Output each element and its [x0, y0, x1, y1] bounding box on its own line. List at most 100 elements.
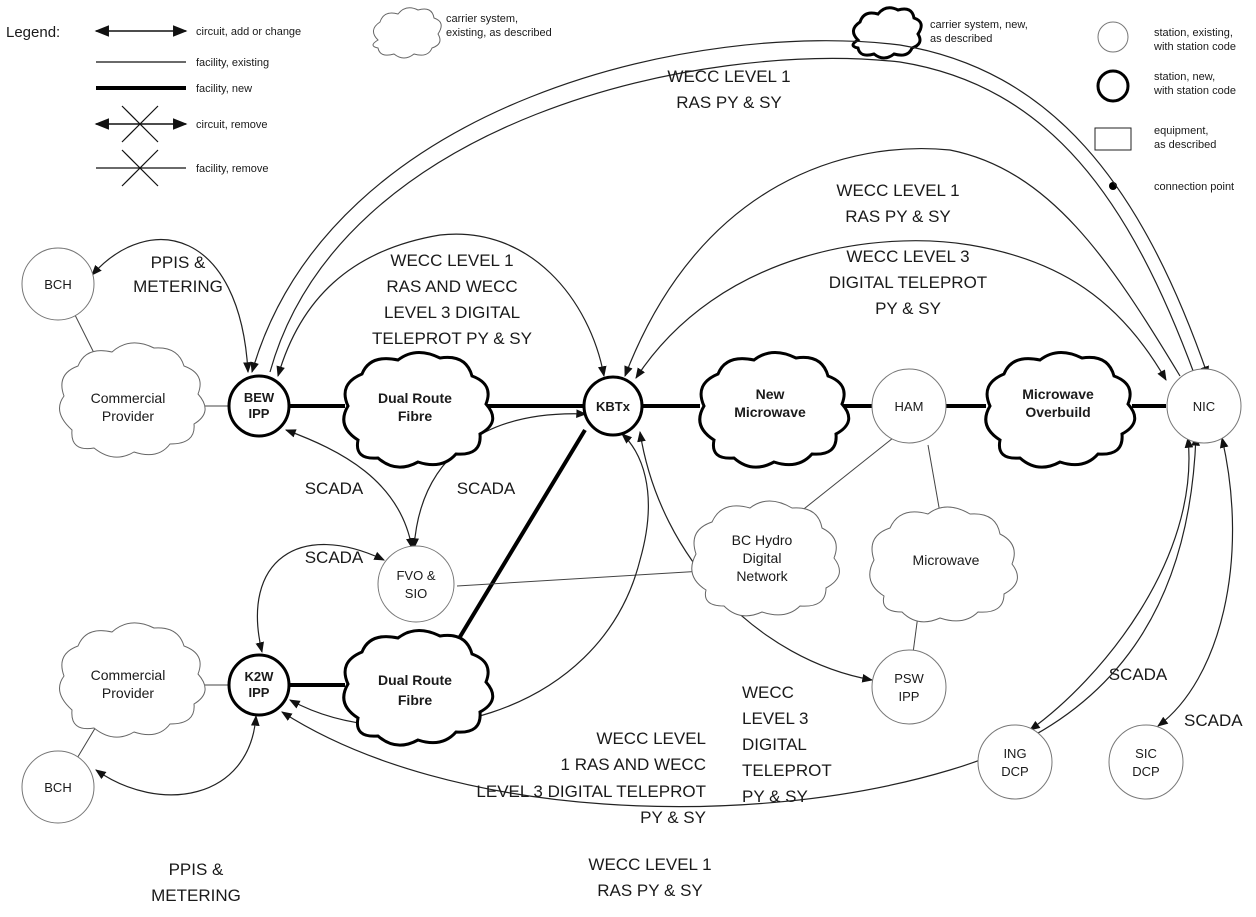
- station-label: K2W: [245, 669, 275, 684]
- cloud-label: Provider: [102, 408, 154, 424]
- legend-label-carrier-new-2: as described: [930, 33, 992, 45]
- cloud-commercial-provider-bottom: Commercial Provider: [59, 622, 206, 738]
- cloud-label: Microwave: [913, 552, 980, 568]
- legend-label-station-existing-1: station, existing,: [1154, 27, 1233, 39]
- label-line: METERING: [151, 886, 241, 905]
- station-label: SIC: [1135, 746, 1157, 761]
- clouds: Commercial Provider Dual Route Fibre New…: [59, 342, 1137, 747]
- station-ham: HAM: [871, 368, 947, 444]
- cloud-label: Microwave: [734, 404, 806, 420]
- circuit-k2w-bch: [95, 714, 260, 796]
- cloud-commercial-provider-top: Commercial Provider: [59, 342, 206, 458]
- label-scada-kbtx-fvo: SCADA: [457, 479, 516, 498]
- cloud-label: Commercial: [91, 390, 166, 406]
- legend-facility-remove: facility, remove: [96, 149, 269, 187]
- label-line: WECC LEVEL 1: [667, 67, 790, 86]
- label-line: RAS PY & SY: [845, 207, 951, 226]
- legend-label-facility-existing: facility, existing: [196, 57, 269, 69]
- station-label: IPP: [249, 406, 270, 421]
- station-label: PSW: [894, 671, 924, 686]
- circuit-nic-sic: [1157, 436, 1234, 727]
- label-line: WECC LEVEL: [596, 729, 706, 748]
- label-top-wecc1: WECC LEVEL 1 RAS PY & SY: [667, 67, 790, 112]
- label-line: DIGITAL TELEPROT: [829, 273, 987, 292]
- legend-station-new: station, new, with station code: [1096, 69, 1236, 103]
- station-label: BCH: [44, 780, 71, 795]
- label-line: PPIS &: [151, 253, 206, 272]
- station-label: IPP: [899, 689, 920, 704]
- label-scada-fvo-k2w: SCADA: [305, 548, 364, 567]
- legend-equipment: equipment, as described: [1094, 125, 1216, 151]
- cloud-label: Overbuild: [1025, 404, 1090, 420]
- label-line: 1 RAS AND WECC: [561, 755, 706, 774]
- station-bch-top: BCH: [21, 247, 95, 321]
- circuit-labels: WECC LEVEL 1 RAS PY & SY WECC LEVEL 1 RA…: [133, 67, 1243, 905]
- station-kbtx: KBTx: [582, 375, 644, 437]
- station-bew-ipp: BEW IPP: [227, 374, 291, 438]
- label-ppis-bottom: PPIS & METERING: [151, 860, 241, 905]
- label-line: RAS PY & SY: [597, 881, 703, 900]
- legend-facility-new: facility, new: [96, 83, 252, 95]
- label-line: PPIS &: [169, 860, 224, 879]
- stations: BCH BEW IPP KBTx HAM NIC FVO & SIO K2W I…: [21, 247, 1242, 824]
- cloud-dual-route-fibre-top: Dual Route Fibre: [342, 351, 495, 469]
- station-bch-bottom: BCH: [21, 750, 95, 824]
- label-line: PY & SY: [742, 787, 808, 806]
- cloud-label: Fibre: [398, 408, 432, 424]
- station-label: KBTx: [596, 399, 631, 414]
- label-bew-kbtx: WECC LEVEL 1 RAS AND WECC LEVEL 3 DIGITA…: [372, 251, 532, 348]
- legend-label-equipment-1: equipment,: [1154, 125, 1208, 137]
- station-label: DCP: [1132, 764, 1159, 779]
- station-psw-ipp: PSW IPP: [871, 649, 947, 725]
- label-kbtx-psw: WECC LEVEL 3 DIGITAL TELEPROT PY & SY: [742, 683, 832, 806]
- cloud-label: Network: [736, 568, 788, 584]
- station-label: ING: [1003, 746, 1026, 761]
- label-line: METERING: [133, 277, 223, 296]
- cloud-dual-route-fibre-bottom: Dual Route Fibre: [342, 629, 495, 747]
- legend-label-carrier-existing-1: carrier system,: [446, 13, 518, 25]
- station-label: IPP: [249, 685, 270, 700]
- circuit-bew-nic-top-2: [269, 57, 1196, 377]
- legend-carrier-new: carrier system, new, as described: [851, 6, 1028, 60]
- label-line: PY & SY: [875, 299, 941, 318]
- cloud-label: Microwave: [1022, 386, 1094, 402]
- label-scada-bew-fvo: SCADA: [305, 479, 364, 498]
- station-label: SIO: [405, 586, 427, 601]
- cloud-label: Provider: [102, 685, 154, 701]
- label-line: LEVEL 3: [742, 709, 808, 728]
- legend-circuit-add: circuit, add or change: [94, 25, 301, 38]
- legend-label-station-existing-2: with station code: [1153, 41, 1236, 53]
- label-ppis-top: PPIS & METERING: [133, 253, 223, 296]
- legend: Legend: circuit, add or change facility,…: [6, 6, 1236, 193]
- station-fvo-sio: FVO & SIO: [377, 545, 455, 623]
- cloud-label: Fibre: [398, 692, 432, 708]
- label-line: PY & SY: [640, 808, 706, 827]
- legend-label-facility-new: facility, new: [196, 83, 252, 95]
- circuit-nic-ing: [1029, 436, 1194, 731]
- cloud-microwave: Microwave: [869, 506, 1018, 623]
- cloud-label: Digital: [743, 550, 782, 566]
- legend-title: Legend:: [6, 24, 60, 41]
- cloud-label: Dual Route: [378, 390, 452, 406]
- station-label: HAM: [895, 399, 924, 414]
- legend-label-station-new-2: with station code: [1153, 85, 1236, 97]
- legend-label-facility-remove: facility, remove: [196, 163, 269, 175]
- station-k2w-ipp: K2W IPP: [227, 653, 291, 717]
- cloud-bc-hydro-digital-network: BC Hydro Digital Network: [691, 500, 840, 617]
- circuits: [91, 40, 1234, 808]
- label-line: RAS PY & SY: [676, 93, 782, 112]
- circuit-bew-nic-top: [250, 40, 1209, 378]
- station-label: BEW: [244, 390, 275, 405]
- circuit-kbtx-nic-3: [635, 240, 1167, 381]
- station-label: FVO &: [396, 568, 435, 583]
- circuit-bew-kbtx: [276, 233, 607, 378]
- station-label: BCH: [44, 277, 71, 292]
- label-line: LEVEL 3 DIGITAL: [384, 303, 520, 322]
- station-ing-dcp: ING DCP: [977, 724, 1053, 800]
- cloud-new-microwave: New Microwave: [698, 351, 851, 469]
- legend-station-existing: station, existing, with station code: [1097, 21, 1236, 53]
- legend-label-connection-point: connection point: [1154, 181, 1234, 193]
- legend-label-equipment-2: as described: [1154, 139, 1216, 151]
